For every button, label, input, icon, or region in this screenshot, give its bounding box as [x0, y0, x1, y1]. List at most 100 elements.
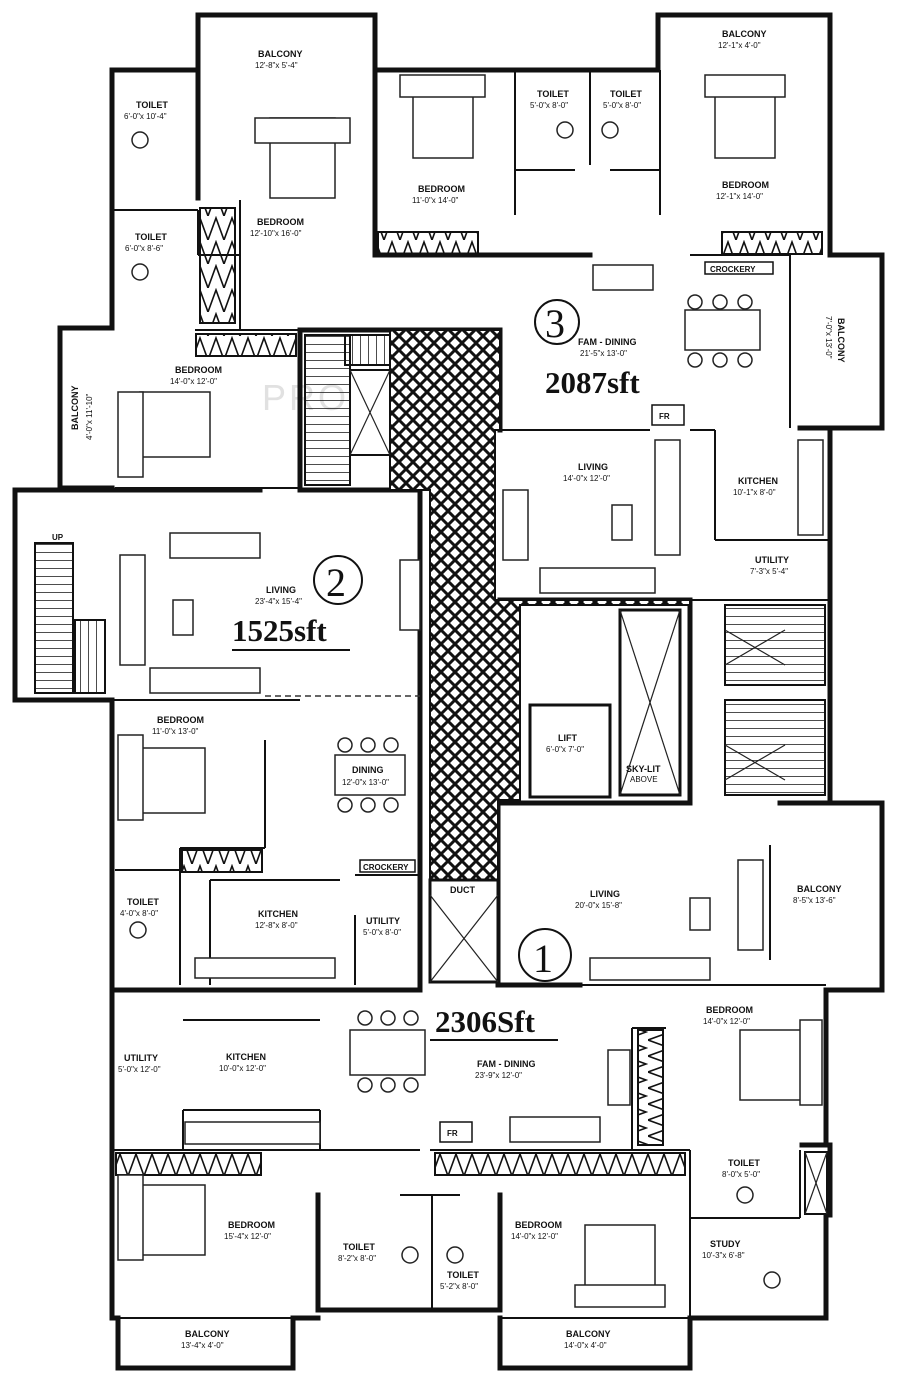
staircase-unit2: UP: [34, 533, 106, 694]
room-u3-living: LIVING: [578, 462, 608, 472]
room-u1-utility-dim: 5'-0"x 12'-0": [118, 1065, 161, 1074]
room-u1-bedroom-right: BEDROOM: [706, 1005, 753, 1015]
beds: [117, 74, 823, 1308]
kitchen-counters: [184, 439, 824, 1145]
room-labels: BALCONY 12'-8"x 5'-4" TOILET 6'-0"x 10'-…: [70, 29, 846, 1350]
fr-tag-unit1: FR: [447, 1129, 458, 1138]
room-u3-balcony-left: BALCONY: [258, 49, 303, 59]
room-u1-bedroom-mid: BEDROOM: [515, 1220, 562, 1230]
room-u2-living-dim: 23'-4"x 15'-4": [255, 597, 302, 606]
room-u3-toilet-b-dim: 5'-0"x 8'-0": [603, 101, 641, 110]
room-u3-bedroom-top-left-dim: 12'-10"x 16'-0": [250, 229, 302, 238]
lift-shaft: LIFT 6'-0"x 7'-0": [528, 703, 612, 799]
room-u1-toilet-right: TOILET: [728, 1158, 760, 1168]
chairs: [337, 294, 753, 1093]
room-u2-bedroom-top-dim: 14'-0"x 12'-0": [170, 377, 217, 386]
unit-3-number: 3: [545, 301, 565, 346]
lift-dim: 6'-0"x 7'-0": [546, 745, 584, 754]
room-u2-bedroom-dim: 11'-0"x 13'-0": [152, 727, 199, 736]
room-u3-utility-dim: 7'-3"x 5'-4": [750, 567, 788, 576]
room-u3-toilet-left2: TOILET: [135, 232, 167, 242]
room-u1-toilet-a-dim: 8'-2"x 8'-0": [338, 1254, 376, 1263]
room-u3-fam-dining: FAM - DINING: [578, 337, 637, 347]
unit-2-area: 1525sft: [232, 613, 327, 648]
room-u1-balcony-mid: BALCONY: [566, 1329, 611, 1339]
room-u3-bedroom-mid-dim: 11'-0"x 14'-0": [412, 196, 459, 205]
room-u3-toilet-top-left-dim: 6'-0"x 10'-4": [124, 112, 167, 121]
duct: DUCT: [428, 878, 500, 984]
crockery-tag-unit2: CROCKERY: [363, 863, 409, 872]
room-u1-toilet-a: TOILET: [343, 1242, 375, 1252]
duct-label: DUCT: [450, 885, 475, 895]
skylit-dim: ABOVE: [630, 775, 658, 784]
room-u2-living: LIVING: [266, 585, 296, 595]
room-u2-dining: DINING: [352, 765, 384, 775]
room-u3-toilet-top-left: TOILET: [136, 100, 168, 110]
skylit-label: SKY-LIT: [626, 764, 661, 774]
room-u1-kitchen-dim: 10'-0"x 12'-0": [219, 1064, 266, 1073]
lift-label: LIFT: [558, 733, 577, 743]
room-u1-balcony-left: BALCONY: [185, 1329, 230, 1339]
room-u2-dining-dim: 12'-0"x 13'-0": [342, 778, 389, 787]
room-u1-study: STUDY: [710, 1239, 741, 1249]
unit-1-number: 1: [533, 936, 553, 981]
room-u1-bedroom-mid-dim: 14'-0"x 12'-0": [511, 1232, 558, 1241]
room-u3-balcony-right-dim: 12'-1"x 4'-0": [718, 41, 761, 50]
room-u1-living: LIVING: [590, 889, 620, 899]
room-u3-balcony-side: BALCONY: [836, 318, 846, 363]
room-u3-bedroom-mid: BEDROOM: [418, 184, 465, 194]
room-u3-bedroom-right-dim: 12'-1"x 14'-0": [716, 192, 763, 201]
shaft-small: [804, 1151, 828, 1215]
room-u1-living-dim: 20'-0"x 15'-8": [575, 901, 622, 910]
room-u1-toilet-b-dim: 5'-2"x 8'-0": [440, 1282, 478, 1291]
room-u2-bedroom-top: BEDROOM: [175, 365, 222, 375]
room-u3-fam-dining-dim: 21'-5"x 13'-0": [580, 349, 627, 358]
room-u3-toilet-a-dim: 5'-0"x 8'-0": [530, 101, 568, 110]
room-u3-kitchen-dim: 10'-1"x 8'-0": [733, 488, 776, 497]
crockery-tag-unit3: CROCKERY: [710, 265, 756, 274]
room-u3-kitchen: KITCHEN: [738, 476, 778, 486]
room-u2-kitchen: KITCHEN: [258, 909, 298, 919]
unit-2-marker: 2 1525sft: [232, 555, 363, 651]
room-u1-bedroom-right-dim: 14'-0"x 12'-0": [703, 1017, 750, 1026]
room-u1-utility: UTILITY: [124, 1053, 158, 1063]
room-u1-balcony-right-dim: 8'-5"x 13'-6": [793, 896, 836, 905]
room-u1-balcony-right: BALCONY: [797, 884, 842, 894]
stair-up-label: UP: [52, 533, 64, 542]
room-u3-toilet-left2-dim: 6'-0"x 8'-6": [125, 244, 163, 253]
room-u2-kitchen-dim: 12'-8"x 8'-0": [255, 921, 298, 930]
room-u1-kitchen: KITCHEN: [226, 1052, 266, 1062]
unit-2-number: 2: [326, 560, 346, 605]
room-u2-balcony: BALCONY: [70, 386, 80, 431]
unit-1-area: 2306Sft: [435, 1004, 536, 1039]
room-u1-toilet-right-dim: 8'-0"x 5'-0": [722, 1170, 760, 1179]
room-u1-study-dim: 10'-3"x 6'-8": [702, 1251, 745, 1260]
wardrobes: [115, 207, 823, 1176]
unit-1-marker: 1 2306Sft: [430, 928, 572, 1041]
room-u3-utility: UTILITY: [755, 555, 789, 565]
room-u1-fam-dining: FAM - DINING: [477, 1059, 536, 1069]
tags: CROCKERY CROCKERY FR FR: [359, 261, 774, 1143]
room-u1-fam-dining-dim: 23'-9"x 12'-0": [475, 1071, 522, 1080]
room-u2-toilet-dim: 4'-0"x 8'-0": [120, 909, 158, 918]
room-u3-bedroom-right: BEDROOM: [722, 180, 769, 190]
toilets-fixtures: [129, 121, 781, 1289]
room-u3-toilet-a: TOILET: [537, 89, 569, 99]
room-u2-toilet: TOILET: [127, 897, 159, 907]
skylit-shaft: SKY-LIT ABOVE: [618, 608, 682, 797]
service-stairs: [724, 604, 826, 796]
interior-walls: [112, 70, 831, 1319]
room-u3-balcony-left-dim: 12'-8"x 5'-4": [255, 61, 298, 70]
corridor-herringbone: [389, 329, 691, 881]
room-u1-bedroom-left-dim: 15'-4"x 12'-0": [224, 1232, 271, 1241]
room-u3-balcony-right: BALCONY: [722, 29, 767, 39]
room-u1-balcony-mid-dim: 14'-0"x 4'-0": [564, 1341, 607, 1350]
room-u1-toilet-b: TOILET: [447, 1270, 479, 1280]
staircase-core: [304, 334, 391, 486]
room-u3-living-dim: 14'-0"x 12'-0": [563, 474, 610, 483]
sofas-and-tables: [119, 264, 764, 1143]
unit-3-marker: 3 2087sft: [534, 299, 640, 400]
unit-3-area: 2087sft: [545, 365, 640, 400]
fr-tag-unit3: FR: [659, 412, 670, 421]
